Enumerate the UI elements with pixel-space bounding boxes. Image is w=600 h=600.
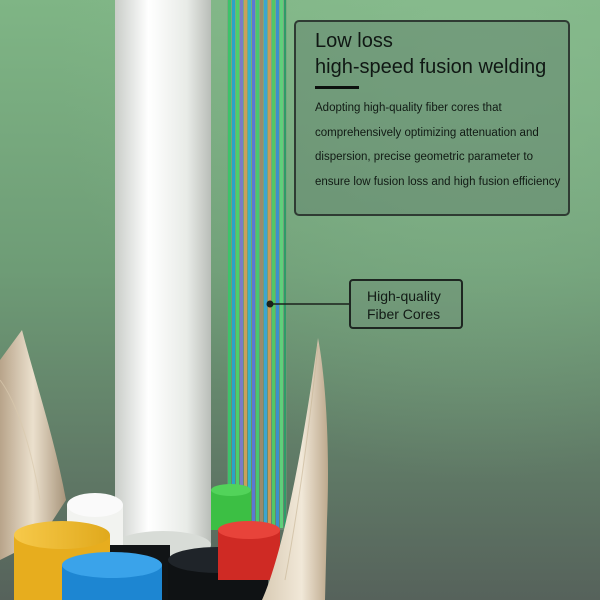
callout-label-line1: High-quality xyxy=(367,288,441,304)
feature-title: Low loss high-speed fusion welding xyxy=(315,28,565,80)
loose-tube-blue xyxy=(62,552,162,600)
fiber-cores-callout: High-quality Fiber Cores xyxy=(349,279,463,329)
callout-label-line2: Fiber Cores xyxy=(367,306,441,322)
loose-tube-red xyxy=(218,521,280,580)
feature-info-box: Low loss high-speed fusion welding Adopt… xyxy=(294,20,570,216)
callout-dot xyxy=(266,300,274,308)
fiber-bundle xyxy=(227,0,287,530)
feature-title-line1: Low loss xyxy=(315,30,393,52)
feature-description: Adopting high-quality fiber cores that c… xyxy=(315,102,561,188)
aramid-yarn-left xyxy=(0,330,66,560)
feature-title-line2: high-speed fusion welding xyxy=(315,56,547,78)
title-underline xyxy=(315,86,359,89)
central-strength-member xyxy=(115,0,211,559)
